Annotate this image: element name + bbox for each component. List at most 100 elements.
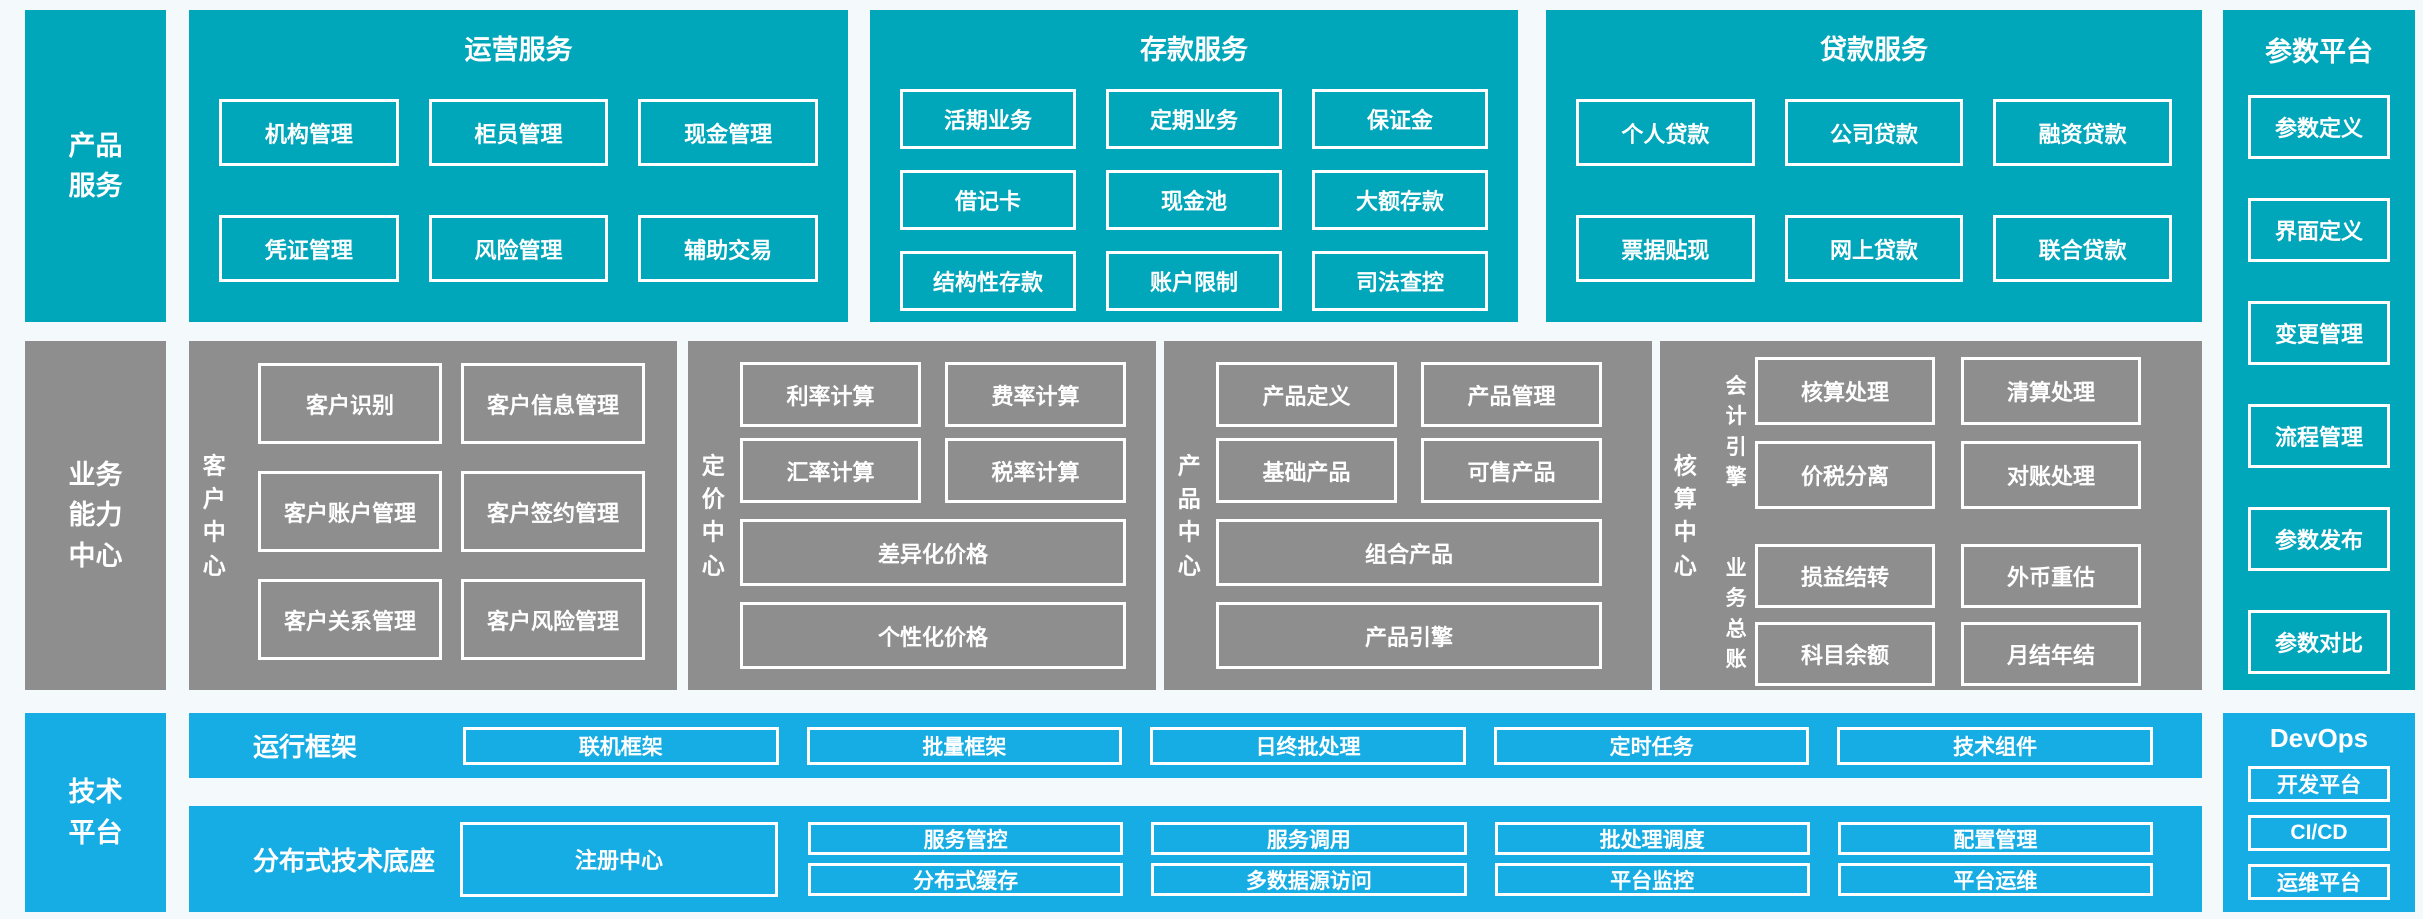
panel-title: 参数平台 (2265, 37, 2373, 67)
capability-box: 产品定义 (1216, 362, 1397, 427)
service-box: 现金管理 (638, 99, 819, 166)
rail-business-capability-center: 业务能力中心 (25, 341, 166, 690)
capability-box-wide: 个性化价格 (740, 602, 1126, 669)
capability-box: 费率计算 (945, 362, 1126, 427)
box-row: 借记卡 现金池 大额存款 (900, 170, 1488, 230)
tech-box: 运维平台 (2248, 864, 2390, 900)
panel-title: DevOps (2269, 723, 2369, 753)
panel-rows: 机构管理 柜员管理 现金管理 凭证管理 风险管理 辅助交易 (219, 99, 819, 282)
service-box: 变更管理 (2248, 301, 2390, 365)
tech-box: 定时任务 (1493, 726, 1810, 765)
service-box: 现金池 (1106, 170, 1282, 230)
tech-box: 批量框架 (806, 726, 1123, 765)
rail-label: 业务能力中心 (68, 459, 123, 571)
tech-box: 平台运维 (1837, 863, 2153, 896)
panel-pricing-center: 定价中心 利率计算 费率计算 汇率计算 税率计算 差异化价格 个性化价格 (688, 341, 1156, 690)
panel-rows: 个人贷款 公司贷款 融资贷款 票据贴现 网上贷款 联合贷款 (1576, 99, 2173, 282)
tech-box: 服务调用 (1151, 822, 1467, 855)
tech-box: 开发平台 (2248, 766, 2390, 802)
tech-box: 批处理调度 (1494, 822, 1810, 855)
capability-box: 基础产品 (1216, 438, 1397, 503)
box-row: 个人贷款 公司贷款 融资贷款 (1576, 99, 2173, 166)
panel-title: 贷款服务 (1820, 35, 1928, 65)
panel-rows: 活期业务 定期业务 保证金 借记卡 现金池 大额存款 结构性存款 账户限制 司法… (900, 89, 1488, 311)
tech-box: 服务管控 (808, 822, 1124, 855)
panel-operations-services: 运营服务 机构管理 柜员管理 现金管理 凭证管理 风险管理 辅助交易 (189, 10, 848, 322)
band-label: 分布式技术底座 (253, 845, 436, 876)
capability-box: 客户账户管理 (258, 471, 442, 552)
service-box: 票据贴现 (1576, 215, 1755, 282)
panel-title: 存款服务 (1140, 35, 1248, 65)
panel-grid: 损益结转 外币重估 科目余额 月结年结 (1755, 544, 2141, 686)
rail-product-services: 产品服务 (25, 10, 166, 322)
service-box: 流程管理 (2248, 404, 2390, 468)
tech-box: 分布式缓存 (808, 863, 1124, 896)
panel-deposit-services: 存款服务 活期业务 定期业务 保证金 借记卡 现金池 大额存款 结构性存款 账户… (870, 10, 1518, 322)
service-box: 借记卡 (900, 170, 1076, 230)
box-row: 凭证管理 风险管理 辅助交易 (219, 215, 819, 282)
rail-label: 技术平台 (68, 777, 123, 848)
group-label-business-ledger: 业务总账 (1725, 557, 1747, 672)
capability-box: 利率计算 (740, 362, 921, 427)
service-box: 账户限制 (1106, 251, 1282, 311)
registry-center-box: 注册中心 (460, 821, 778, 897)
service-box: 融资贷款 (1993, 99, 2173, 166)
panel-devops: DevOps 开发平台 CI/CD 运维平台 (2223, 713, 2415, 912)
panel-grid: 产品定义 产品管理 基础产品 可售产品 (1216, 362, 1602, 503)
capability-box-wide: 差异化价格 (740, 519, 1126, 586)
panel-items: 开发平台 CI/CD 运维平台 (2223, 766, 2415, 900)
box-row: 活期业务 定期业务 保证金 (900, 89, 1488, 149)
capability-box: 月结年结 (1961, 622, 2141, 686)
service-box: 机构管理 (219, 99, 399, 166)
panel-grid: 核算处理 清算处理 价税分离 对账处理 (1755, 357, 2141, 509)
panel-content: 利率计算 费率计算 汇率计算 税率计算 差异化价格 个性化价格 (740, 362, 1126, 669)
rail-label: 产品服务 (68, 130, 123, 202)
band-label: 运行框架 (253, 732, 358, 762)
panel-vertical-label: 定价中心 (701, 451, 725, 578)
panel-vertical-label: 核算中心 (1673, 451, 1697, 578)
capability-box: 客户信息管理 (461, 363, 645, 444)
panel-loan-services: 贷款服务 个人贷款 公司贷款 融资贷款 票据贴现 网上贷款 联合贷款 (1546, 10, 2202, 322)
service-box: 参数定义 (2248, 95, 2390, 159)
service-box: 个人贷款 (1576, 99, 1755, 166)
service-box: 参数对比 (2248, 610, 2390, 674)
band-grid: 服务管控 服务调用 批处理调度 配置管理 分布式缓存 多数据源访问 平台监控 平… (808, 822, 2153, 896)
panel-content: 产品定义 产品管理 基础产品 可售产品 组合产品 产品引擎 (1216, 362, 1602, 669)
capability-box: 客户识别 (258, 363, 442, 444)
capability-box: 可售产品 (1421, 438, 1602, 503)
service-box: 界面定义 (2248, 198, 2390, 262)
tech-box: CI/CD (2248, 815, 2390, 851)
box-row: 票据贴现 网上贷款 联合贷款 (1576, 215, 2173, 282)
capability-box: 客户签约管理 (461, 471, 645, 552)
capability-box: 客户关系管理 (258, 579, 442, 660)
capability-box: 价税分离 (1755, 441, 1935, 509)
panel-grid: 客户识别 客户信息管理 客户账户管理 客户签约管理 客户关系管理 客户风险管理 (258, 363, 645, 660)
box-row: 结构性存款 账户限制 司法查控 (900, 251, 1488, 311)
service-box: 结构性存款 (900, 251, 1076, 311)
capability-box: 损益结转 (1755, 544, 1935, 608)
panel-title: 运营服务 (464, 35, 573, 65)
service-box: 辅助交易 (638, 215, 819, 282)
service-box: 联合贷款 (1993, 215, 2173, 282)
panel-items: 参数定义 界面定义 变更管理 流程管理 参数发布 参数对比 (2223, 95, 2415, 674)
capability-box: 科目余额 (1755, 622, 1935, 686)
capability-box: 汇率计算 (740, 438, 921, 503)
tech-box: 联机框架 (463, 726, 779, 765)
capability-box-wide: 产品引擎 (1216, 602, 1602, 669)
panel-customer-center: 客户中心 客户识别 客户信息管理 客户账户管理 客户签约管理 客户关系管理 客户… (189, 341, 677, 690)
service-box: 网上贷款 (1784, 215, 1964, 282)
panel-vertical-label: 产品中心 (1177, 451, 1201, 578)
panel-product-center: 产品中心 产品定义 产品管理 基础产品 可售产品 组合产品 产品引擎 (1164, 341, 1652, 690)
service-box: 柜员管理 (428, 99, 609, 166)
service-box: 参数发布 (2248, 507, 2390, 571)
rail-tech-platform: 技术平台 (25, 713, 166, 912)
service-box: 司法查控 (1312, 251, 1488, 311)
band-runtime-framework: 运行框架 联机框架 批量框架 日终批处理 定时任务 技术组件 (189, 713, 2202, 778)
capability-box: 外币重估 (1961, 544, 2141, 608)
panel-vertical-label: 客户中心 (202, 451, 226, 578)
panel-parameter-platform: 参数平台 参数定义 界面定义 变更管理 流程管理 参数发布 参数对比 (2223, 10, 2415, 690)
box-row: 机构管理 柜员管理 现金管理 (219, 99, 819, 166)
panel-accounting-center: 核算中心 会计引擎 业务总账 核算处理 清算处理 价税分离 对账处理 损益结转 … (1660, 341, 2202, 690)
band-distributed-tech-base: 分布式技术底座 注册中心 服务管控 服务调用 批处理调度 配置管理 分布式缓存 … (189, 806, 2202, 912)
